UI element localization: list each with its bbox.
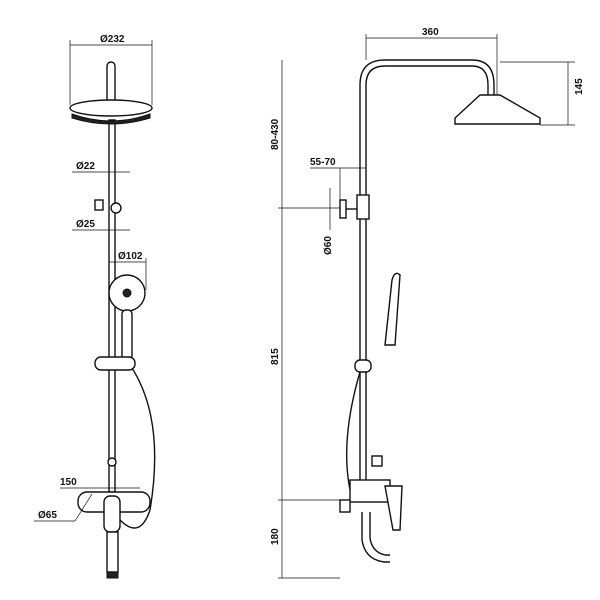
spout-outlet [106, 571, 119, 579]
hand-shower-nozzles [122, 288, 132, 298]
diverter-knob [107, 457, 117, 467]
dim-hand-shower: Ø102 [118, 251, 143, 262]
shower-arm-inner [365, 65, 489, 500]
side-view: 360 145 80-430 815 180 55-70 Ø60 [270, 27, 585, 579]
side-hand-shower [384, 272, 401, 346]
dim-mixer-height: 180 [270, 528, 281, 545]
shower-head-face [71, 113, 151, 125]
dim-upper-pipe: Ø22 [76, 161, 95, 172]
rain-shower-head [69, 99, 153, 117]
wall-plate [339, 199, 347, 219]
dim-head-drop: 145 [574, 78, 585, 95]
wall-bracket [94, 199, 104, 211]
dim-head-diameter: Ø232 [100, 34, 125, 45]
dim-bracket-diameter: Ø60 [323, 236, 334, 255]
dim-height-adjust: 80-430 [270, 118, 281, 150]
bracket-knob [110, 202, 122, 214]
side-bracket-clamp [356, 194, 370, 220]
side-slide-holder [354, 359, 372, 373]
side-mixer-body [349, 479, 391, 503]
side-lever [384, 485, 403, 531]
mixer-lever [103, 495, 121, 533]
side-diverter [371, 455, 383, 467]
front-view: Ø232 Ø22 Ø25 Ø102 150 Ø65 [34, 34, 156, 579]
shower-arm-outer [359, 59, 495, 500]
side-inlet [339, 499, 351, 513]
shower-hose [119, 367, 156, 529]
side-hose [345, 371, 361, 491]
dim-handle: Ø65 [38, 510, 57, 521]
side-shower-head [454, 94, 541, 125]
hand-shower-handle [121, 309, 133, 361]
dim-lower-pipe: Ø25 [76, 219, 95, 230]
dim-mixer-width: 150 [60, 477, 77, 488]
slide-holder [94, 356, 136, 371]
spout [106, 531, 119, 573]
dim-arm-reach: 360 [422, 27, 439, 38]
dim-pipe-height: 815 [270, 348, 281, 365]
dim-wall-offset: 55-70 [310, 157, 336, 168]
side-spout [361, 512, 390, 563]
